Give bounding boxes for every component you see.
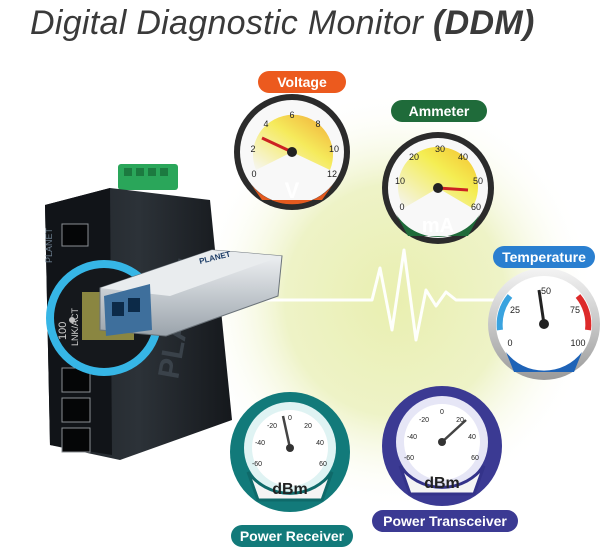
temperature-tick-3: 75 bbox=[570, 305, 580, 315]
ammeter-ticks: 0 10 20 30 40 50 60 bbox=[395, 144, 483, 212]
heartbeat-line-icon bbox=[250, 248, 500, 342]
power-transceiver-gauge bbox=[382, 386, 502, 506]
receiver-tick-5: 40 bbox=[316, 440, 324, 447]
transceiver-unit: dBm bbox=[424, 475, 460, 492]
voltage-tick-5: 10 bbox=[329, 144, 339, 154]
voltage-ticks: 0 2 4 6 8 10 12 bbox=[250, 110, 339, 179]
voltage-tick-1: 2 bbox=[250, 144, 255, 154]
sfp-module-icon: PLANET bbox=[99, 249, 283, 337]
transceiver-tick-2: -20 bbox=[419, 417, 429, 424]
voltage-gauge bbox=[234, 94, 350, 210]
temperature-gauge bbox=[488, 268, 600, 380]
receiver-tick-0: -60 bbox=[252, 461, 262, 468]
ammeter-tick-0: 0 bbox=[399, 202, 404, 212]
title-abbr: (DDM) bbox=[433, 4, 535, 42]
ammeter-tick-4: 40 bbox=[458, 152, 468, 162]
port-label-link: LNK/ACT bbox=[70, 307, 80, 346]
voltage-tick-3: 6 bbox=[289, 110, 294, 120]
ammeter-tick-3: 30 bbox=[435, 144, 445, 154]
receiver-tick-1: -40 bbox=[255, 440, 265, 447]
temperature-tick-2: 50 bbox=[541, 286, 551, 296]
transceiver-tick-0: -60 bbox=[404, 455, 414, 462]
temperature-unit: °C bbox=[533, 353, 555, 375]
port-label-speed: 100 bbox=[57, 322, 69, 340]
voltage-unit: V bbox=[285, 178, 300, 203]
temperature-tick-4: 100 bbox=[570, 338, 585, 348]
receiver-tick-2: -20 bbox=[267, 423, 277, 430]
power-transceiver-ticks: -60 -40 -20 0 20 40 60 bbox=[404, 409, 479, 462]
transceiver-tick-1: -40 bbox=[407, 434, 417, 441]
ammeter-tick-1: 10 bbox=[395, 176, 405, 186]
ammeter-gauge bbox=[382, 132, 494, 244]
voltage-tick-6: 12 bbox=[327, 169, 337, 179]
transceiver-tick-5: 40 bbox=[468, 434, 476, 441]
receiver-tick-4: 20 bbox=[304, 423, 312, 430]
voltage-tick-0: 0 bbox=[251, 169, 256, 179]
voltage-label: Voltage bbox=[258, 71, 346, 93]
voltage-tick-2: 4 bbox=[263, 119, 268, 129]
power-receiver-ticks: -60 -40 -20 0 20 40 60 bbox=[252, 415, 327, 468]
receiver-tick-3: 0 bbox=[288, 415, 292, 422]
temperature-ticks: 0 25 50 75 100 bbox=[507, 286, 585, 348]
transceiver-tick-6: 60 bbox=[471, 455, 479, 462]
transceiver-tick-3: 0 bbox=[440, 409, 444, 416]
ammeter-tick-2: 20 bbox=[409, 152, 419, 162]
temperature-tick-1: 25 bbox=[510, 305, 520, 315]
page-title: Digital Diagnostic Monitor (DDM) bbox=[30, 4, 535, 43]
receiver-unit: dBm bbox=[272, 481, 308, 498]
voltage-tick-4: 8 bbox=[315, 119, 320, 129]
temperature-label: Temperature bbox=[493, 246, 595, 268]
transceiver-label: Power Transceiver bbox=[372, 510, 518, 532]
temperature-tick-0: 0 bbox=[507, 338, 512, 348]
switch-brand: PLANET bbox=[44, 228, 54, 264]
transceiver-tick-4: 20 bbox=[456, 417, 464, 424]
receiver-label: Power Receiver bbox=[231, 525, 353, 547]
receiver-tick-6: 60 bbox=[319, 461, 327, 468]
ammeter-tick-5: 50 bbox=[473, 176, 483, 186]
power-receiver-gauge bbox=[230, 392, 350, 512]
ammeter-tick-6: 60 bbox=[471, 202, 481, 212]
ammeter-label: Ammeter bbox=[391, 100, 487, 122]
title-main: Digital Diagnostic Monitor bbox=[30, 4, 424, 42]
ammeter-unit: mA bbox=[422, 215, 454, 237]
